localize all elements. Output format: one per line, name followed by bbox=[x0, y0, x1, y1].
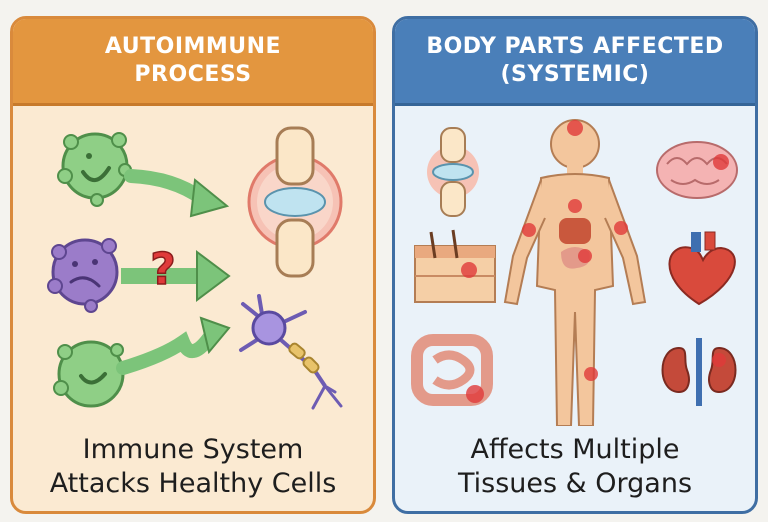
attack-arrow-icon bbox=[121, 250, 231, 302]
caption-line1: Immune System bbox=[82, 434, 304, 465]
neuron-cell-icon bbox=[239, 294, 343, 410]
autoimmune-illustration: ? bbox=[47, 126, 343, 410]
attack-arrow-icon bbox=[124, 169, 230, 218]
autoimmune-process-header: AUTOIMMUNE PROCESS bbox=[13, 19, 373, 106]
inflamed-joint-icon bbox=[247, 126, 343, 278]
caption-line2: Tissues & Organs bbox=[457, 468, 693, 499]
autoimmune-process-panel: AUTOIMMUNE PROCESS bbox=[10, 16, 376, 514]
attack-arrow-icon bbox=[116, 316, 231, 375]
body-parts-affected-header: BODY PARTS AFFECTED (SYSTEMIC) bbox=[395, 19, 755, 106]
caption-line1: Affects Multiple bbox=[470, 434, 680, 465]
body-parts-illustration bbox=[411, 119, 738, 426]
body-parts-affected-panel: BODY PARTS AFFECTED (SYSTEMIC) bbox=[392, 16, 758, 514]
panel-title-line2: (SYSTEMIC) bbox=[500, 62, 650, 87]
brain-icon bbox=[656, 141, 738, 199]
autoimmune-caption: Immune System Attacks Healthy Cells bbox=[13, 433, 373, 501]
skin-layer-icon bbox=[414, 229, 496, 303]
intestines-icon bbox=[411, 334, 493, 406]
body-parts-caption: Affects Multiple Tissues & Organs bbox=[395, 433, 755, 501]
panel-title-line2: PROCESS bbox=[134, 62, 252, 87]
immune-cell-icon bbox=[57, 132, 132, 207]
caption-line2: Attacks Healthy Cells bbox=[49, 468, 337, 499]
immune-cell-icon bbox=[53, 340, 125, 408]
question-mark-icon: ? bbox=[150, 244, 176, 295]
human-body-icon bbox=[503, 119, 647, 426]
kidneys-icon bbox=[661, 338, 737, 406]
confused-immune-cell-icon bbox=[47, 238, 119, 313]
joint-icon bbox=[427, 127, 479, 217]
heart-icon bbox=[668, 231, 736, 306]
panel-title-line1: BODY PARTS AFFECTED bbox=[426, 34, 724, 59]
panel-title-line1: AUTOIMMUNE bbox=[104, 34, 282, 59]
